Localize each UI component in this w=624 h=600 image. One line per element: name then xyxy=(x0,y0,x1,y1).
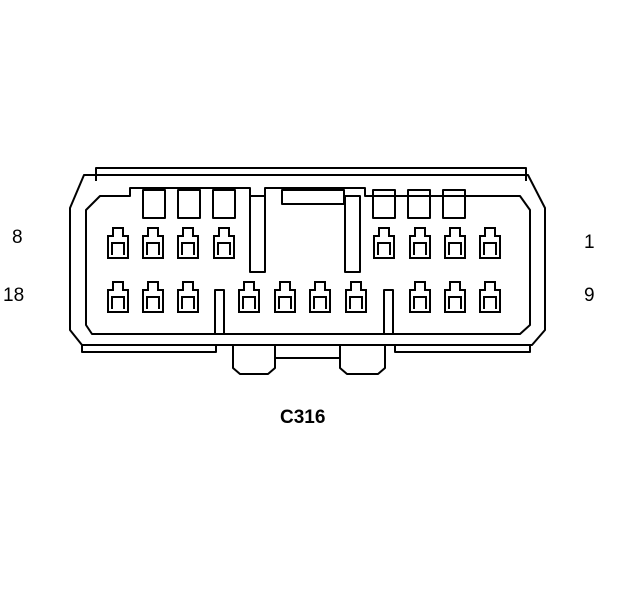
pin-terminal xyxy=(177,281,199,313)
pin-terminal xyxy=(479,227,501,259)
connector-housing-inner xyxy=(85,187,531,335)
pin-terminal xyxy=(309,281,331,313)
pin-terminal xyxy=(409,227,431,259)
lock-tab xyxy=(142,189,166,219)
lock-tab xyxy=(442,189,466,219)
pin-terminal xyxy=(142,227,164,259)
housing-lower-ledge-left xyxy=(81,345,217,353)
lock-tab xyxy=(407,189,431,219)
pin-label-18: 18 xyxy=(3,285,25,306)
pin-terminal xyxy=(238,281,260,313)
connector-latch xyxy=(232,345,386,375)
pin-terminal xyxy=(444,227,466,259)
pin-label-8: 8 xyxy=(12,227,23,248)
center-key-right xyxy=(344,195,361,273)
pin-terminal xyxy=(444,281,466,313)
connector-housing-outer xyxy=(69,174,546,346)
center-key-left xyxy=(249,195,266,273)
pin-terminal xyxy=(274,281,296,313)
lock-tab xyxy=(177,189,201,219)
center-key-top xyxy=(281,189,345,205)
pin-terminal xyxy=(107,281,129,313)
polarization-slot xyxy=(383,289,394,335)
housing-lower-ledge-right xyxy=(394,345,531,353)
pin-terminal xyxy=(213,227,235,259)
pin-terminal xyxy=(107,227,129,259)
polarization-slot xyxy=(214,289,225,335)
pin-terminal xyxy=(409,281,431,313)
pin-terminal xyxy=(373,227,395,259)
pin-terminal xyxy=(345,281,367,313)
lock-tab xyxy=(212,189,236,219)
pin-label-9: 9 xyxy=(584,285,595,306)
pins-top-row xyxy=(107,227,501,259)
lock-tab xyxy=(372,189,396,219)
pin-terminal xyxy=(142,281,164,313)
pin-label-1: 1 xyxy=(584,232,595,253)
pins-bottom-row xyxy=(107,281,501,313)
connector-id: C316 xyxy=(280,407,326,428)
pin-terminal xyxy=(177,227,199,259)
pin-terminal xyxy=(479,281,501,313)
